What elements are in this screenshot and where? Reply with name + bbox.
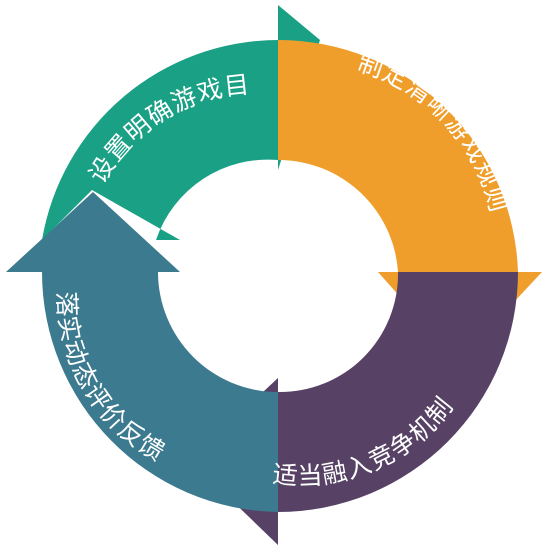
segment-set-goals — [42, 5, 320, 240]
segment-feedback — [6, 192, 278, 512]
